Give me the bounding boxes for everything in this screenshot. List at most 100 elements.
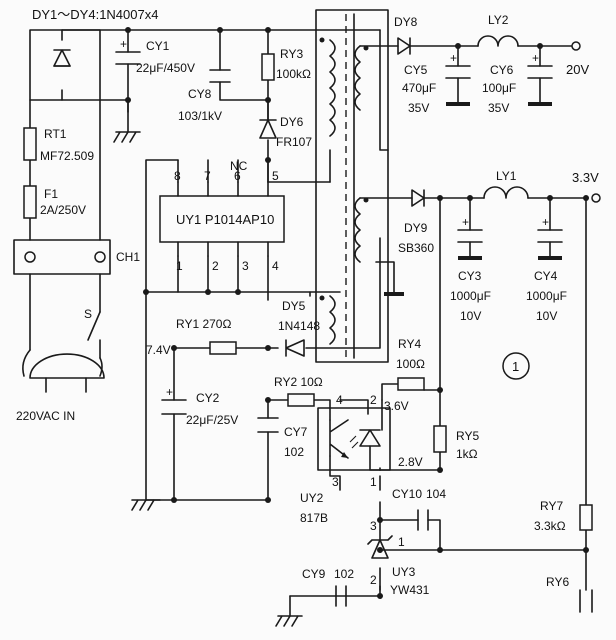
- ic-pin-2: 2: [212, 259, 219, 273]
- dy5-value: 1N4148: [278, 319, 320, 333]
- cy3-capacitor: +: [457, 215, 483, 243]
- ref-pin-3: 3: [370, 519, 377, 533]
- cy9-value: 102: [334, 567, 354, 581]
- bridge-label: DY1～DY4:1N4007x4: [32, 7, 158, 22]
- oc-pin-4: 4: [336, 393, 343, 407]
- dy6-label: DY6: [280, 115, 304, 129]
- ref-pin-2: 2: [370, 573, 377, 587]
- junction-dot: [205, 289, 211, 295]
- junction-dot: [217, 27, 223, 33]
- ic-pin-4: 4: [272, 259, 279, 273]
- ry5-value: 1kΩ: [456, 447, 478, 461]
- v74-label: 7.4V: [146, 343, 171, 357]
- ly1-label: LY1: [496, 169, 517, 183]
- uy2-optocoupler: [317, 399, 391, 491]
- cy7-capacitor: [257, 417, 279, 433]
- cy3-value: 1000μF: [450, 289, 491, 303]
- ground-secondary: [384, 292, 404, 296]
- dy6-value: FR107: [276, 135, 312, 149]
- junction-dot: [265, 27, 271, 33]
- section-marker: 1: [512, 359, 519, 374]
- cy4-value: 1000μF: [526, 289, 567, 303]
- ic-pin-8: 8: [174, 169, 181, 183]
- svg-text:+: +: [532, 51, 539, 65]
- nc-label: NC: [230, 159, 248, 173]
- uy3-label: UY3: [392, 565, 416, 579]
- cy6-label: CY6: [490, 63, 514, 77]
- ch1-contact-left: [24, 251, 36, 263]
- ic-pin-7: 7: [204, 169, 211, 183]
- oc-pin-3: 3: [332, 475, 339, 489]
- ry3-value: 100kΩ: [276, 67, 311, 81]
- ic-pin-3: 3: [242, 259, 249, 273]
- bridge-diode-symbol: [53, 49, 71, 67]
- v28-label: 2.8V: [398, 455, 423, 469]
- cy5-capacitor: +: [445, 51, 471, 79]
- cy8-capacitor: [209, 69, 231, 83]
- ry1-label: RY1 270Ω: [176, 317, 231, 331]
- wiring: [13, 9, 589, 617]
- output-20v-terminal: [571, 41, 581, 51]
- ry6-label: RY6: [546, 575, 569, 589]
- ry1-resistor: [209, 341, 237, 355]
- ground-cy3: [458, 256, 482, 260]
- junction-dot: [265, 497, 271, 503]
- junction-dot: [235, 289, 241, 295]
- dy8-label: DY8: [394, 15, 418, 29]
- f1-fuse: [23, 185, 37, 219]
- junction-dot: [171, 497, 177, 503]
- uy2-value: 817B: [300, 511, 328, 525]
- dy5-diode: [285, 339, 305, 357]
- dy5-label: DY5: [282, 299, 306, 313]
- cy6-voltage: 35V: [488, 101, 509, 115]
- ry2-label: RY2 10Ω: [274, 375, 323, 389]
- ly2-inductor: [477, 35, 519, 47]
- cy2-capacitor: +: [161, 385, 187, 415]
- cy2-label: CY2: [196, 391, 220, 405]
- switch-s: [87, 311, 101, 341]
- ground-cy4: [538, 256, 562, 260]
- cy6-value: 100μF: [482, 81, 516, 95]
- junction-dot: [265, 397, 271, 403]
- svg-text:+: +: [462, 215, 469, 229]
- junction-dot: [265, 97, 271, 103]
- svg-text:+: +: [166, 385, 173, 399]
- ch1-connector-box: [13, 239, 111, 275]
- ground-primary: [131, 499, 161, 511]
- mains-plug: [29, 353, 105, 379]
- cy5-value: 470μF: [402, 81, 436, 95]
- cy9-capacitor: [335, 585, 347, 607]
- junction-dot: [265, 157, 271, 163]
- ry3-resistor: [261, 53, 275, 81]
- ch1-label: CH1: [116, 250, 140, 264]
- rt1-label: RT1: [44, 127, 67, 141]
- uy2-label: UY2: [300, 491, 324, 505]
- cy3-voltage: 10V: [460, 309, 481, 323]
- cy4-label: CY4: [534, 269, 558, 283]
- ground-cy5: [446, 102, 470, 106]
- bridge-rectifier-box: [29, 29, 101, 101]
- cy10-label: CY10: [392, 487, 422, 501]
- ry5-label: RY5: [456, 429, 479, 443]
- uy3-reference: [367, 535, 393, 559]
- dy9-label: DY9: [404, 221, 428, 235]
- cy9-label: CY9: [302, 567, 326, 581]
- junction-dot: [143, 289, 149, 295]
- svg-text:+: +: [120, 37, 127, 51]
- dy9-value: SB360: [398, 241, 434, 255]
- cy4-voltage: 10V: [536, 309, 557, 323]
- cy6-capacitor: +: [527, 51, 553, 79]
- ry6-resistor: [579, 589, 593, 613]
- cy10-value: 104: [426, 487, 446, 501]
- dy6-diode: [259, 119, 277, 139]
- output-3v3-label: 3.3V: [572, 170, 599, 185]
- mains-label: 220VAC IN: [16, 409, 75, 423]
- ground-cy9: [275, 615, 303, 627]
- ic-pin-5: 5: [272, 169, 279, 183]
- uy1-ic: [159, 195, 285, 243]
- ic-label: UY1 P1014AP10: [176, 212, 274, 227]
- ch1-contact-right: [94, 251, 106, 263]
- cy1-label: CY1: [146, 39, 170, 53]
- transformer-windings: [329, 13, 361, 359]
- ry2-resistor: [287, 393, 315, 407]
